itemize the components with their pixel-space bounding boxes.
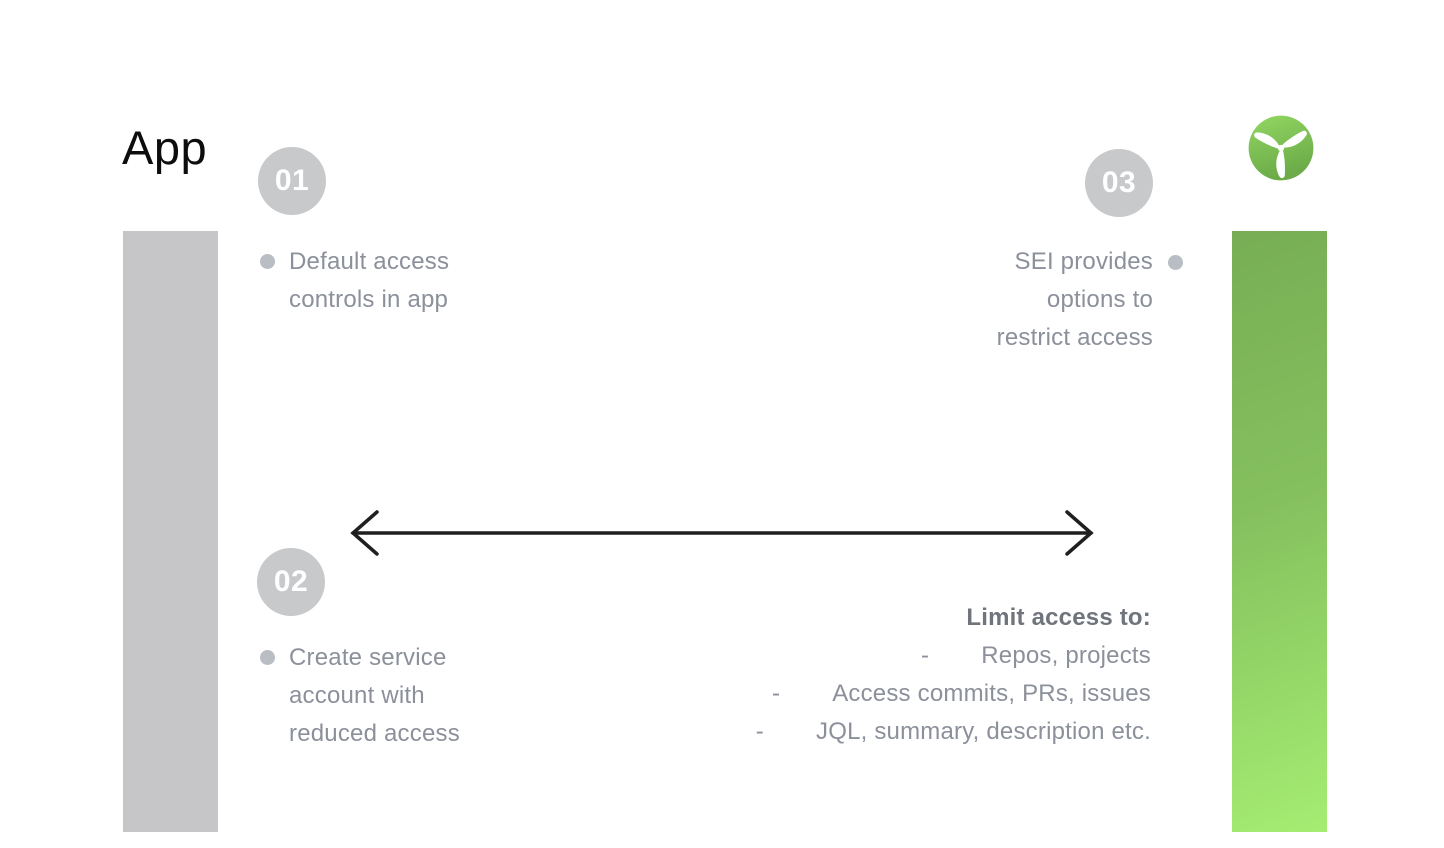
bullet-dot-icon (260, 254, 275, 269)
step-text-line: Create service (289, 644, 447, 671)
step-text-sei-options: SEI provides options to restrict access (997, 243, 1153, 357)
list-item-text: JQL, summary, description etc. (816, 718, 1151, 745)
dash-marker: - (921, 642, 930, 669)
sei-column-bar (1232, 231, 1327, 832)
step-text-line: SEI provides (1014, 248, 1153, 275)
dash-marker: - (772, 680, 781, 707)
step-text-line: options to (1046, 286, 1153, 313)
step-text-default-access: Default access controls in app (289, 243, 449, 319)
list-item: - JQL, summary, description etc. (756, 713, 1151, 751)
list-item-text: Repos, projects (981, 642, 1151, 669)
step-text-service-account: Create service account with reduced acce… (289, 639, 460, 753)
page-title: App (122, 121, 208, 174)
list-item: - Access commits, PRs, issues (756, 675, 1151, 713)
list-item: - Repos, projects (756, 637, 1151, 675)
step-text-line: reduced access (289, 720, 460, 747)
bullet-dot-icon (1168, 255, 1183, 270)
step-text-line: restrict access (996, 324, 1153, 351)
propeller-icon (1245, 112, 1317, 184)
step-badge-01: 01 (258, 147, 326, 215)
double-arrow (350, 510, 1094, 556)
dash-marker: - (755, 718, 764, 745)
step-badge-03: 03 (1085, 149, 1153, 217)
step-number: 01 (274, 164, 310, 197)
step-number: 03 (1101, 166, 1137, 199)
step-text-line: controls in app (289, 286, 449, 313)
step-badge-02: 02 (257, 548, 325, 616)
bullet-dot-icon (260, 650, 275, 665)
list-item-text: Access commits, PRs, issues (832, 680, 1151, 707)
limit-access-title: Limit access to: (966, 604, 1151, 631)
step-text-line: Default access (289, 248, 450, 275)
step-number: 02 (273, 565, 309, 598)
limit-access-list: Limit access to: - Repos, projects - Acc… (756, 599, 1151, 751)
app-column-bar (123, 231, 218, 832)
step-text-line: account with (289, 682, 425, 709)
